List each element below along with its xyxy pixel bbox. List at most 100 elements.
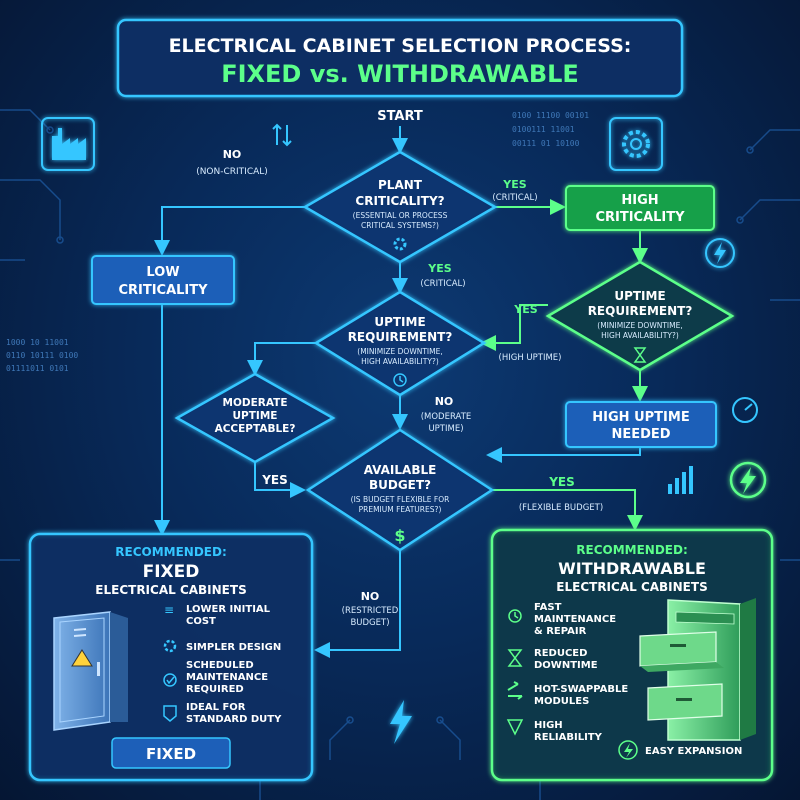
svg-text:(MINIMIZE DOWNTIME,: (MINIMIZE DOWNTIME, [357, 347, 442, 356]
svg-text:REDUCED: REDUCED [534, 648, 587, 659]
svg-text:REQUIRED: REQUIRED [186, 684, 244, 695]
fixed-feature-standard-duty: IDEAL FOR STANDARD DUTY [163, 702, 282, 725]
svg-text:1000 10 11001: 1000 10 11001 [6, 338, 69, 347]
withdrawable-feature-hot-swappable: HOT-SWAPPABLE MODULES [507, 681, 628, 707]
lightning-bottom-icon [390, 700, 412, 744]
svg-text:(NON-CRITICAL): (NON-CRITICAL) [196, 167, 268, 177]
edge-label-yes-critical-right: YES (CRITICAL) [492, 178, 537, 203]
decision-uptime-right: UPTIME REQUIREMENT? (MINIMIZE DOWNTIME, … [545, 260, 735, 372]
svg-text:BUDGET?: BUDGET? [369, 478, 431, 492]
fixed-recommended-label: RECOMMENDED: [115, 545, 227, 559]
withdrawable-feature-fast-maintenance: FAST MAINTENANCE & REPAIR [508, 602, 616, 637]
svg-text:FAST: FAST [534, 602, 562, 613]
svg-text:ACCEPTABLE?: ACCEPTABLE? [215, 423, 296, 435]
svg-text:DOWNTIME: DOWNTIME [534, 660, 598, 671]
svg-text:NO: NO [435, 395, 454, 408]
svg-text:AVAILABLE: AVAILABLE [364, 463, 437, 477]
gauge-icon [732, 397, 758, 423]
stopwatch-icon [508, 609, 522, 623]
svg-text:HIGH: HIGH [534, 720, 563, 731]
svg-text:YES: YES [513, 303, 537, 316]
fixed-footer-box [111, 737, 231, 769]
fixed-title: FIXED [143, 562, 200, 582]
box-low-criticality: LOW CRITICALITY [91, 255, 235, 305]
svg-text:00111 01 10100: 00111 01 10100 [512, 139, 580, 148]
withdrawable-footer: EASY EXPANSION [645, 746, 742, 757]
svg-text:01111011 0101: 01111011 0101 [6, 364, 69, 373]
edge-label-no-noncritical: NO (NON-CRITICAL) [196, 148, 268, 177]
swap-arrows-icon [272, 123, 292, 147]
gear-icon [609, 117, 663, 171]
svg-text:COST: COST [186, 616, 216, 627]
bar-chart-icon [668, 466, 693, 494]
circuit-decoration [0, 109, 800, 800]
withdrawable-subtitle: ELECTRICAL CABINETS [556, 580, 707, 594]
svg-text:CRITICALITY: CRITICALITY [118, 283, 208, 298]
svg-text:HIGH AVAILABILITY?): HIGH AVAILABILITY?) [361, 357, 439, 366]
svg-text:YES: YES [548, 475, 575, 489]
fixed-cabinet-illustration [53, 611, 128, 731]
svg-text:0100111 11001: 0100111 11001 [512, 125, 575, 134]
decision-moderate-uptime: MODERATE UPTIME ACCEPTABLE? [174, 372, 336, 464]
list-icon: ≡ [164, 603, 174, 617]
svg-text:YES: YES [427, 262, 451, 275]
svg-text:(HIGH UPTIME): (HIGH UPTIME) [499, 353, 562, 363]
edge-label-no-restricted: NO (RESTRICTED BUDGET) [342, 590, 399, 628]
hourglass-icon [507, 649, 523, 667]
svg-text:PLANT: PLANT [378, 178, 423, 192]
svg-text:HIGH UPTIME: HIGH UPTIME [592, 410, 689, 425]
svg-text:STANDARD DUTY: STANDARD DUTY [186, 714, 282, 725]
fixed-panel: RECOMMENDED: FIXED ELECTRICAL CABINETS ≡… [28, 532, 314, 782]
edge-label-yes-critical-down: YES (CRITICAL) [420, 262, 465, 289]
svg-text:PREMIUM FEATURES?): PREMIUM FEATURES?) [359, 505, 442, 514]
svg-text:CRITICALITY: CRITICALITY [595, 210, 685, 225]
svg-text:(MODERATE: (MODERATE [421, 412, 472, 422]
check-icon [163, 673, 177, 687]
svg-text:LOW: LOW [146, 265, 179, 280]
withdrawable-feature-list: FAST MAINTENANCE & REPAIR REDUCED DOWNTI… [506, 602, 628, 743]
svg-text:(MINIMIZE DOWNTIME,: (MINIMIZE DOWNTIME, [597, 321, 682, 330]
fixed-footer: FIXED [146, 745, 196, 763]
fixed-feature-simpler-design: SIMPLER DESIGN [163, 639, 281, 653]
connectors [154, 126, 648, 658]
svg-text:(RESTRICTED: (RESTRICTED [342, 606, 399, 616]
fixed-feature-list: ≡ LOWER INITIAL COST SIMPLER DESIGN SCHE… [163, 603, 282, 725]
svg-text:YES: YES [261, 473, 288, 487]
decision-uptime-center: UPTIME REQUIREMENT? (MINIMIZE DOWNTIME, … [313, 290, 487, 397]
lightning-footer-icon [618, 740, 638, 760]
gear-icon [163, 639, 177, 653]
svg-text:0110 10111 0100: 0110 10111 0100 [6, 351, 78, 360]
svg-text:HIGH: HIGH [621, 193, 658, 208]
box-high-uptime-needed: HIGH UPTIME NEEDED [565, 401, 717, 448]
svg-text:SIMPLER DESIGN: SIMPLER DESIGN [186, 642, 281, 653]
svg-text:NO: NO [223, 148, 242, 161]
title-line1: ELECTRICAL CABINET SELECTION PROCESS: [169, 35, 632, 57]
edge-label-yes-flexible: YES (FLEXIBLE BUDGET) [519, 475, 603, 513]
svg-text:BUDGET): BUDGET) [350, 618, 389, 628]
svg-text:REQUIREMENT?: REQUIREMENT? [348, 330, 453, 344]
svg-text:MODERATE: MODERATE [223, 397, 288, 409]
withdrawable-recommended-label: RECOMMENDED: [576, 543, 688, 557]
title-line2: FIXED vs. WITHDRAWABLE [221, 60, 579, 88]
svg-text:HIGH AVAILABILITY?): HIGH AVAILABILITY?) [601, 331, 679, 340]
decision-budget: AVAILABLE BUDGET? (IS BUDGET FLEXIBLE FO… [305, 428, 495, 552]
factory-icon [41, 117, 95, 171]
svg-text:LOWER INITIAL: LOWER INITIAL [186, 604, 271, 615]
clock-icon [393, 373, 407, 387]
fixed-feature-scheduled: SCHEDULED MAINTENANCE REQUIRED [163, 660, 268, 695]
hourglass-icon [633, 347, 647, 363]
svg-text:HOT-SWAPPABLE: HOT-SWAPPABLE [534, 684, 628, 695]
svg-text:& REPAIR: & REPAIR [534, 626, 587, 637]
svg-text:NEEDED: NEEDED [611, 427, 670, 442]
svg-text:UPTIME): UPTIME) [428, 424, 463, 434]
lightning-green-icon [729, 461, 767, 499]
svg-text:UPTIME: UPTIME [374, 315, 425, 329]
start-label: START [377, 109, 423, 124]
svg-text:MAINTENANCE: MAINTENANCE [534, 614, 616, 625]
svg-text:CRITICAL SYSTEMS?): CRITICAL SYSTEMS?) [361, 221, 439, 230]
withdrawable-title: WITHDRAWABLE [558, 559, 706, 578]
svg-text:(IS BUDGET FLEXIBLE FOR: (IS BUDGET FLEXIBLE FOR [351, 495, 450, 504]
svg-text:RELIABILITY: RELIABILITY [534, 732, 603, 743]
svg-text:MAINTENANCE: MAINTENANCE [186, 672, 268, 683]
